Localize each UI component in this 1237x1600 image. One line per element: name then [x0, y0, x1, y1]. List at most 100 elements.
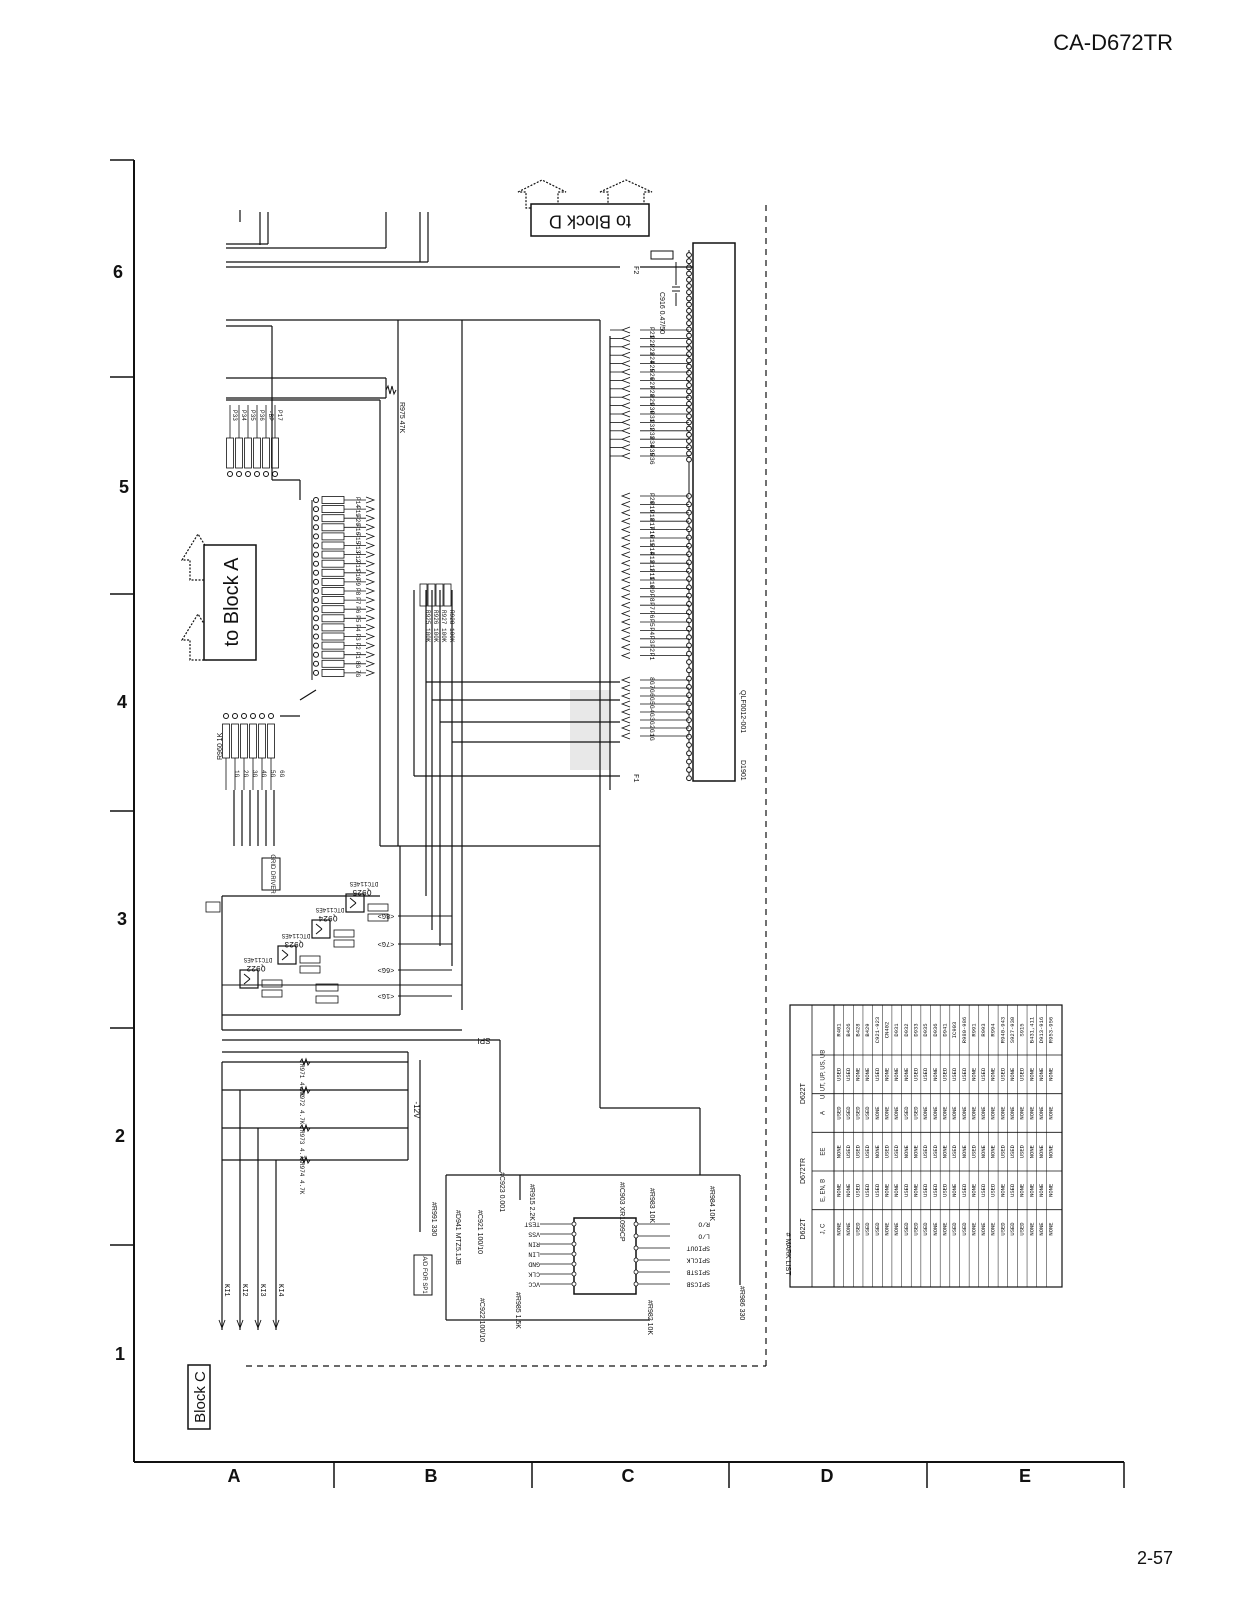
mark-table-cell: NONE	[903, 1067, 910, 1081]
r960-label: R960 1K	[217, 732, 224, 760]
connector-pin	[232, 713, 238, 719]
ic-pin-label: VSS	[528, 1230, 540, 1237]
key-arrow	[254, 1319, 262, 1330]
grid-net-label: <1G>	[378, 991, 395, 999]
pin-ref-box	[249, 723, 257, 759]
p-pin-label: P30	[648, 403, 655, 415]
signal-arrow	[365, 642, 376, 649]
c916-ref-box	[650, 250, 674, 260]
connector-pin	[268, 713, 274, 719]
mark-table-cell: NONE	[835, 1222, 842, 1236]
connector-pin	[263, 471, 269, 477]
signal-arrow	[620, 568, 631, 575]
capacitor-c916	[672, 262, 680, 306]
signal-arrow	[620, 676, 631, 684]
mark-table-cell: R940-943	[999, 1017, 1006, 1043]
ad-for-label: A/D FOR SP1	[421, 1256, 427, 1294]
mark-table-cell: USED	[922, 1222, 929, 1236]
resistor-zigzag	[299, 1085, 311, 1095]
q925-body	[345, 893, 365, 913]
mark-table-cell: USED	[951, 1144, 958, 1158]
mark-table-cell: USED	[874, 1183, 881, 1197]
block-a-pin-label: P11	[354, 561, 361, 572]
ic-pin-label: SPICSB	[686, 1280, 710, 1287]
mark-table-cell: USED	[941, 1067, 948, 1081]
block-a-pin-label: P15	[354, 533, 361, 544]
mark-table-cell: USED	[941, 1183, 948, 1197]
base-resistor	[367, 913, 389, 922]
signal-arrow	[620, 692, 631, 700]
resistor-label: R972 4.7K	[298, 1092, 305, 1125]
key-arrow	[272, 1319, 280, 1330]
display-part-number: QLF0012-001	[739, 690, 746, 733]
base-resistor	[315, 995, 339, 1004]
p-pin-label: P13	[648, 552, 655, 564]
to-block-d-arrows	[517, 179, 653, 209]
p-pin-label: P24	[648, 352, 655, 364]
signal-arrow	[365, 551, 376, 558]
mark-table-cell: USED	[855, 1106, 862, 1120]
pin-ref-box	[321, 550, 345, 559]
grid-drive-label: 5G	[269, 770, 276, 778]
mark-table-cell: NONE	[970, 1183, 977, 1197]
ad-for-box	[413, 1254, 433, 1296]
connector-pin	[313, 651, 319, 658]
ic-pin-label: VCC	[528, 1280, 540, 1287]
mark-table-subheader: A	[821, 1111, 827, 1115]
mark-table-cell: USED	[932, 1183, 939, 1197]
display-pin	[686, 320, 692, 327]
resistor-body	[427, 583, 436, 607]
p-pin-label: P6	[648, 611, 655, 619]
block-a-pin-label: P14	[354, 497, 361, 508]
ic-pin-label: SPISTB	[686, 1268, 710, 1275]
mark-table-cell: USED	[864, 1106, 871, 1120]
block-a-pin-rows: P14P19P20P16P15P13P12P11P10P9P8P7P6P5P4P…	[311, 496, 376, 680]
mark-table-cell: USED	[1019, 1222, 1026, 1236]
display-pin	[686, 592, 692, 599]
mark-table-cell: USED	[903, 1183, 910, 1197]
block-a-pin-label: P7	[354, 597, 361, 605]
pin-ref-box	[321, 632, 345, 641]
pin-ref-box	[262, 437, 270, 469]
q924-label: Q924	[318, 913, 337, 922]
resistor-zigzag	[299, 1155, 311, 1165]
pin-ref-box	[240, 723, 248, 759]
p-pin-label: P32	[648, 419, 655, 431]
block-a-pin-label: 7G	[354, 670, 361, 678]
mark-table-cell: NONE	[884, 1106, 891, 1120]
signal-arrow	[620, 444, 631, 451]
grid-drive-label: 3G	[251, 770, 258, 778]
ic-pin	[571, 1241, 577, 1247]
ic-pin-label: SPICLK	[686, 1256, 710, 1263]
signal-arrow	[620, 576, 631, 584]
ic-pin	[633, 1269, 639, 1275]
p-pin-label: P28	[648, 386, 655, 398]
grid-pin-label: 6G	[648, 693, 655, 701]
block-c-text: Block C	[192, 1371, 209, 1423]
mark-table-cell: USED	[874, 1222, 881, 1236]
display-pin	[686, 559, 692, 566]
mark-table-cell: R994	[990, 1023, 997, 1037]
page-number: 2-57	[1136, 1548, 1173, 1568]
mark-table-cell: USED	[1019, 1067, 1026, 1081]
mark-table-cell: R980-986	[961, 1017, 968, 1043]
mark-table-cell: B428	[855, 1023, 862, 1036]
mark-table-cell: NONE	[941, 1222, 948, 1236]
signal-arrow	[365, 651, 376, 659]
display-pin	[686, 351, 692, 358]
grid-drive-label: 1G	[233, 770, 240, 778]
mark-table-cell: R401	[835, 1023, 842, 1037]
p-pin-label: P11	[648, 569, 655, 581]
row-label-2: 2	[115, 1126, 125, 1146]
mark-table-cell: USED	[845, 1067, 852, 1081]
signal-arrow	[620, 385, 631, 393]
mark-table-cell: NONE	[874, 1106, 881, 1120]
grid-net-label: <7G>	[378, 939, 395, 947]
connector-pin	[313, 542, 319, 549]
mark-table-cell: USED	[970, 1144, 977, 1158]
c923-label: #C923 0.001	[498, 1172, 505, 1212]
signal-arrow	[620, 601, 631, 609]
mark-table-cell: USED	[961, 1222, 968, 1236]
mark-table-cell: NONE	[999, 1106, 1006, 1120]
mark-table-group-header: D622T	[800, 1082, 807, 1104]
